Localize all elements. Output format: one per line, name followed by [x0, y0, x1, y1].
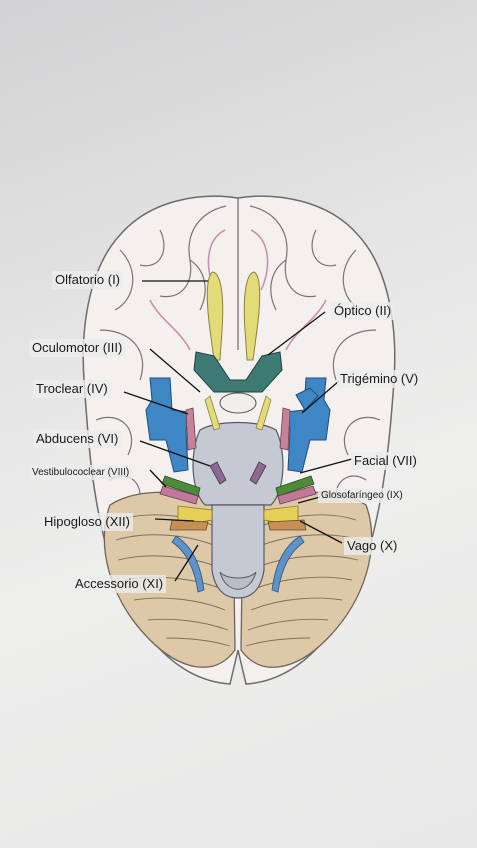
trochlear-left: [185, 407, 197, 451]
olfactory-bulb-left: [206, 271, 224, 361]
label-vago: Vago (X): [344, 537, 401, 555]
label-olfatorio: Olfatorio (I): [52, 271, 124, 289]
label-abducens: Abducens (VI): [33, 430, 122, 448]
label-oculomotor: Oculomotor (III): [29, 339, 126, 357]
label-accessorio: Accessorio (XI): [72, 575, 167, 593]
label-trigemino: Trigémino (V): [337, 370, 422, 388]
label-hipogloso: Hipogloso (XII): [41, 513, 133, 531]
optic-chiasm: [193, 351, 283, 393]
label-facial: Facial (VII): [351, 452, 420, 470]
glossopharyngeal-left: [159, 485, 199, 505]
medulla-base: [219, 571, 257, 590]
trochlear-right: [279, 407, 291, 451]
leader-lines: [123, 280, 353, 582]
accessory-left: [171, 535, 205, 593]
abducens-right: [249, 461, 267, 485]
accessory-right: [271, 535, 305, 593]
label-glosofaringeo: Glosofaríngeo (IX): [318, 488, 406, 503]
label-optico: Óptico (II): [331, 302, 395, 320]
abducens-left: [209, 461, 227, 485]
pink-gyri: [149, 229, 327, 351]
label-troclear: Troclear (IV): [33, 380, 111, 398]
glossopharyngeal-right: [277, 485, 317, 505]
trigeminal-left: [145, 377, 191, 473]
olfactory-bulb-right: [243, 271, 261, 361]
vagus-right: [267, 519, 307, 531]
pituitary: [219, 392, 257, 414]
vagus-left: [169, 519, 209, 531]
oculomotor-left: [204, 395, 221, 431]
trigeminal-right-branch: [295, 387, 319, 411]
oculomotor-right: [255, 395, 272, 431]
medulla: [211, 504, 265, 599]
label-vestibulococlear: Vestibulococlear (VIII): [29, 465, 133, 480]
pons: [192, 421, 284, 506]
gyri-right: [249, 205, 381, 496]
